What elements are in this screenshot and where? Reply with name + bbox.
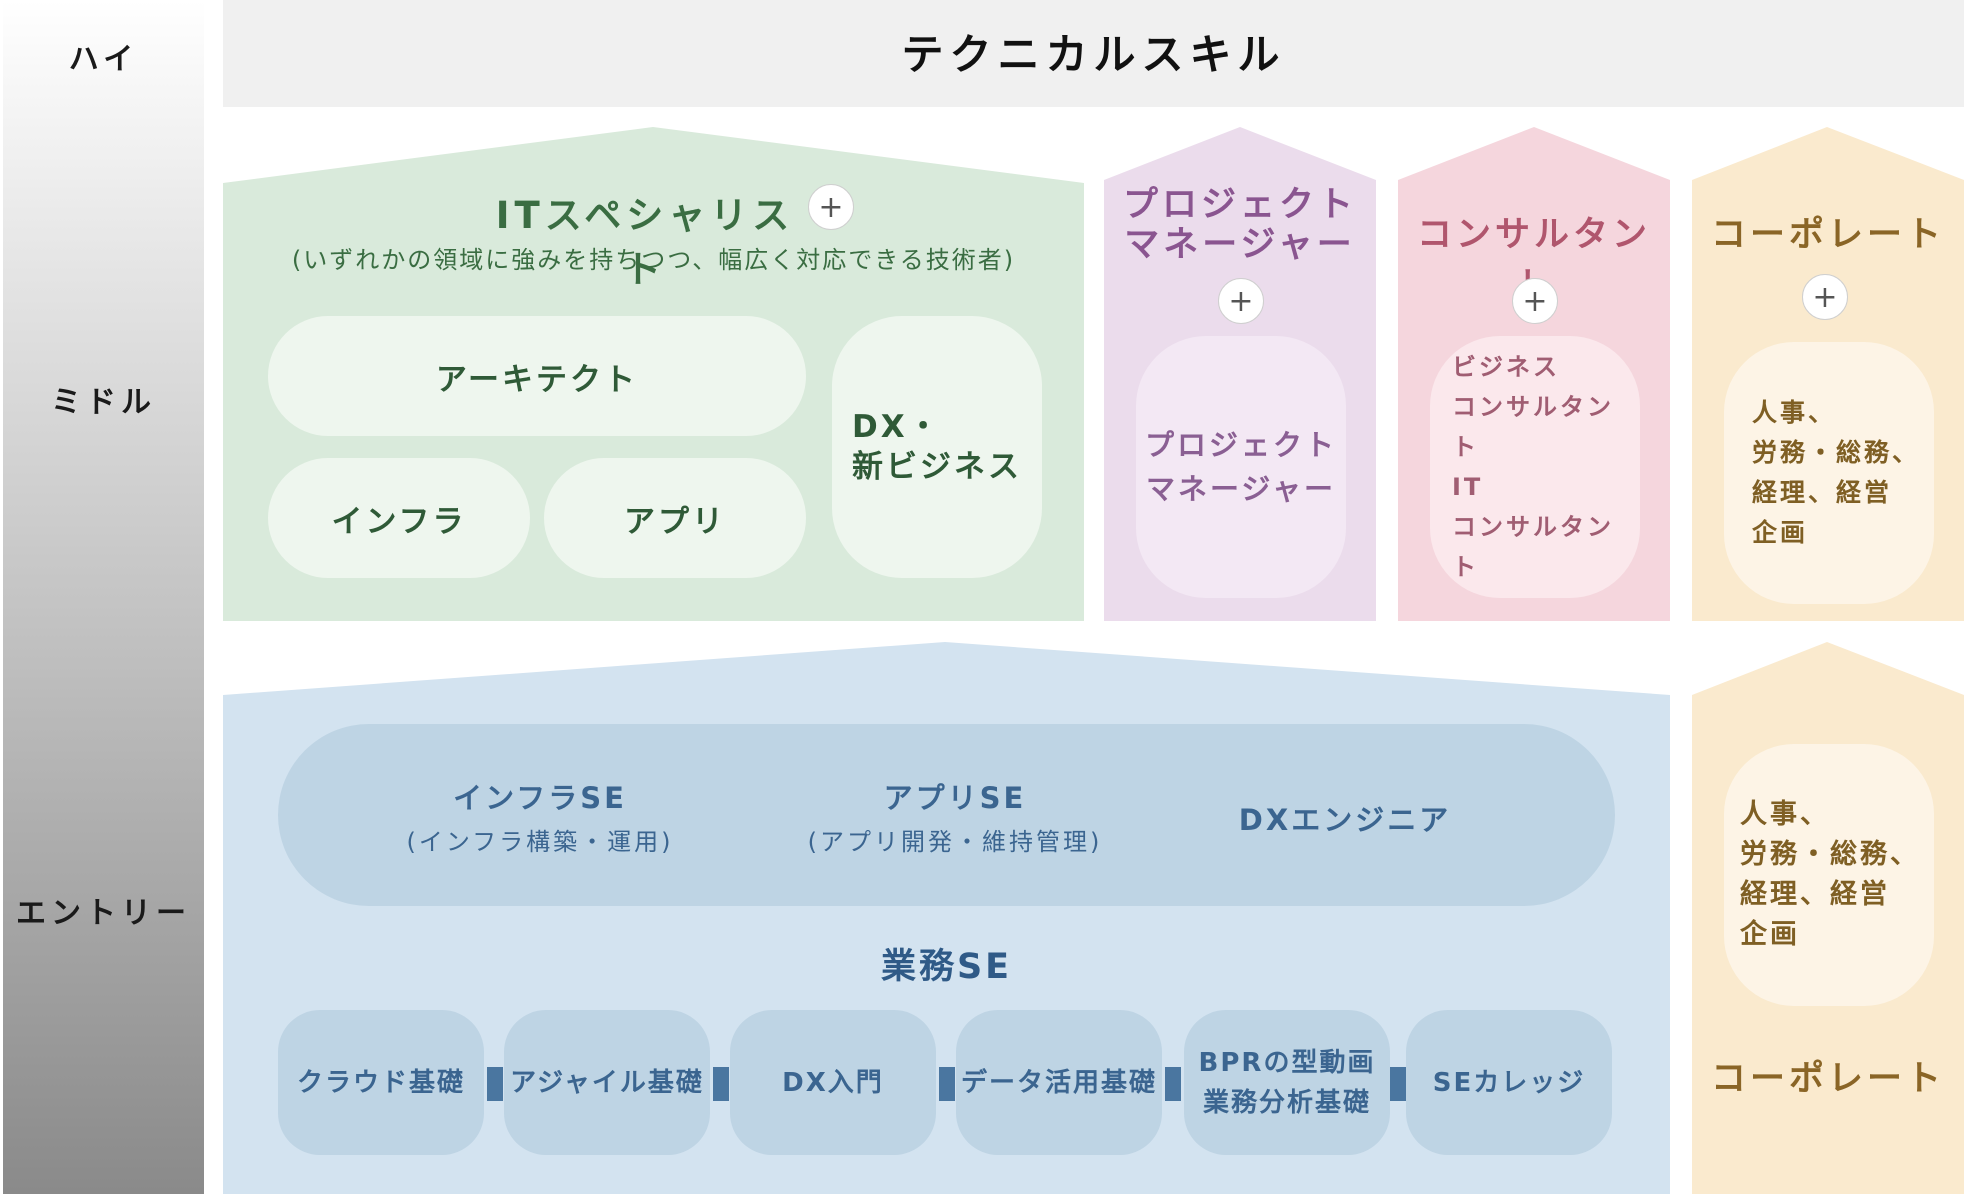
level-middle-label: ミドル (51, 385, 156, 420)
course-connector (487, 1067, 503, 1101)
dx-new-business-pill: DX・ 新ビジネス (832, 316, 1042, 578)
corporate-middle-pill: 人事、 労務・総務、 経理、経営 企画 (1724, 342, 1934, 604)
technical-skill-header: テクニカルスキル (223, 0, 1964, 107)
entry-roles-pill (278, 724, 1615, 906)
app-pill: アプリ (544, 458, 806, 578)
consultant-pill: ビジネス コンサルタント IT コンサルタント (1430, 336, 1640, 598)
project-manager-pill: プロジェクト マネージャー (1136, 336, 1346, 598)
architect-pill: アーキテクト (268, 316, 806, 436)
project-manager-title: プロジェクト マネージャー (1122, 185, 1357, 265)
course-agile-basics: アジャイル基礎 (504, 1010, 710, 1155)
level-high-label: ハイ (68, 42, 139, 77)
corporate-middle-plus-icon: + (1802, 274, 1848, 320)
infra-se-title: インフラSE (453, 781, 627, 815)
course-connector (1165, 1067, 1181, 1101)
course-connector (713, 1067, 729, 1101)
it-specialist-title: ITスペシャリスト (495, 194, 795, 291)
consultant-plus-icon: + (1512, 278, 1558, 324)
level-sidebar (3, 0, 204, 1194)
app-se-title: アプリSE (883, 781, 1027, 815)
course-connector (1390, 1067, 1406, 1101)
business-se-title: 業務SE (880, 947, 1013, 987)
course-se-college: SEカレッジ (1406, 1010, 1612, 1155)
corporate-entry-title: コーポレート (1710, 1059, 1945, 1099)
it-specialist-plus-icon: + (808, 184, 854, 230)
project-manager-plus-icon: + (1218, 278, 1264, 324)
it-specialist-subtitle: (いずれかの領域に強みを持ちつつ、幅広く対応できる技術者) (291, 246, 1016, 274)
infra-pill: インフラ (268, 458, 530, 578)
dx-engineer-title: DXエンジニア (1238, 803, 1452, 837)
level-entry-label: エントリー (16, 896, 191, 931)
app-se-subtitle: (アプリ開発・維持管理) (807, 828, 1103, 856)
course-data-utilization: データ活用基礎 (956, 1010, 1162, 1155)
course-cloud-basics: クラウド基礎 (278, 1010, 484, 1155)
course-dx-intro: DX入門 (730, 1010, 936, 1155)
course-connector (939, 1067, 955, 1101)
infra-se-subtitle: (インフラ構築・運用) (406, 828, 674, 856)
course-bpr-business-analysis: BPRの型動画 業務分析基礎 (1184, 1010, 1390, 1155)
corporate-entry-pill: 人事、 労務・総務、 経理、経営 企画 (1724, 744, 1934, 1006)
corporate-middle-title: コーポレート (1710, 215, 1945, 255)
